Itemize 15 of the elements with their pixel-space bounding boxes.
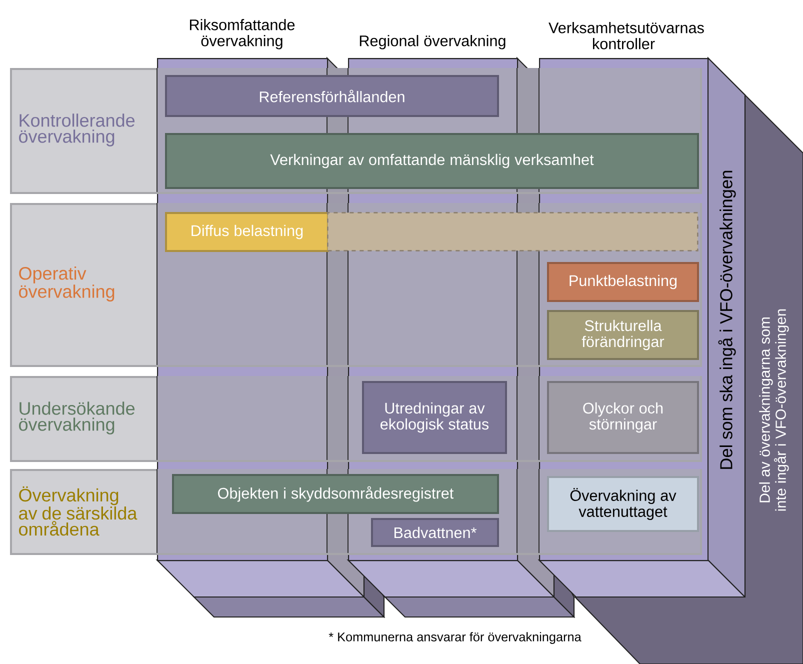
label-box: Objekten i skyddsområdesregistret (172, 474, 499, 514)
node-label: Regional övervakning (360, 35, 506, 50)
dashed-box (327, 212, 698, 252)
label-box: Strukturella förändringar (547, 310, 699, 360)
label-box: Utredningar av ekologisk status (362, 381, 507, 454)
label-box: Övervakning av vattenuttaget (547, 476, 699, 532)
label-box: Punktbelastning (547, 262, 699, 302)
label-box: Verkningar av omfattande mänsklig verksamhet (165, 133, 699, 189)
label-box: Olyckor och störningar (547, 381, 699, 454)
label-box: Diffus belastning (165, 212, 329, 252)
node-label: Verksamhetsutövarnas kontroller (548, 22, 704, 50)
label-box: Referensförhållanden (165, 75, 499, 117)
footnote: * Kommunerna ansvarar för övervakningarna (328, 632, 582, 644)
label-box: Badvattnen* (371, 518, 499, 547)
node-label: Riksomfattande övervakning (190, 19, 295, 50)
